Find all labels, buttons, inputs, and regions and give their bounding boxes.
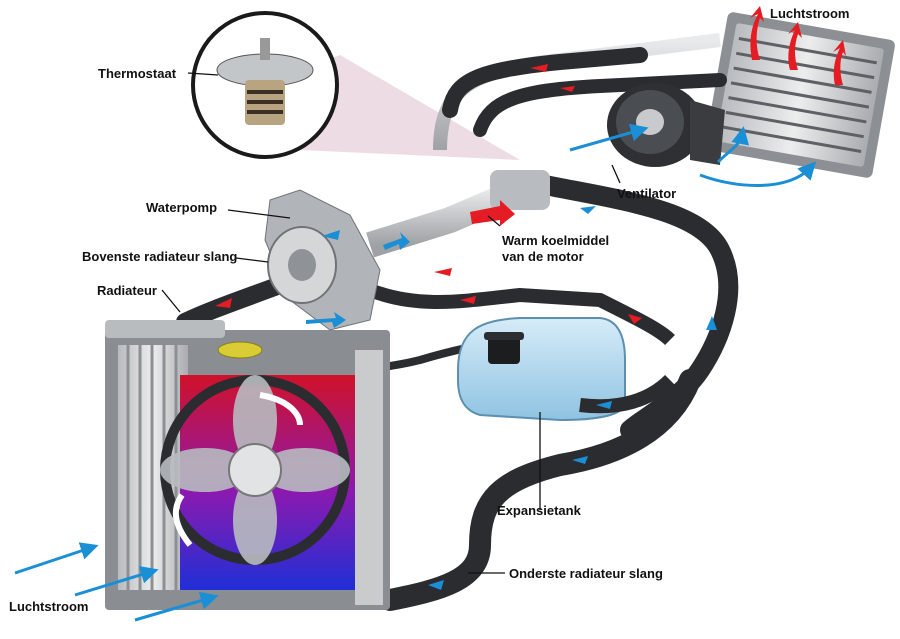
expansion-tank-label: Expansietank [497,503,581,518]
lower-radiator-hose [379,369,701,611]
hot-arrow [530,64,548,72]
thermostat-inset [191,11,339,159]
airflow-bottom-label: Luchtstroom [9,599,89,614]
hot-arrow [460,296,476,304]
fan-airflow-arrows [569,123,817,187]
bypass-hose [367,283,675,346]
water-pump [264,189,410,331]
heater-hose-upper [442,47,648,118]
upper-radiator-hose [176,276,289,331]
hot-arrow [470,200,515,226]
blue-arrow [580,206,596,214]
zoom-cone [300,55,520,160]
blue-arrow [596,401,612,409]
blue-arrow [428,580,444,590]
blower-fan [607,83,725,167]
airflow-arrows-bottom [14,542,219,622]
hot-arrow [434,268,452,276]
warm-coolant-label-line2: van de motor [502,249,584,264]
heater-hose-lower [473,73,727,137]
hot-arrow [215,298,232,308]
leader-lines [161,72,621,574]
water-pump-label: Waterpomp [146,200,218,215]
upper-hose-label: Bovenste radiateur slang [82,249,238,264]
fan-label: Ventilator [617,186,677,201]
cold-flow-arrows [322,230,340,240]
airflow-arrows-top [750,6,846,85]
radiator-fan [160,375,350,565]
blue-arrow [572,456,588,464]
lower-hose-label: Onderste radiateur slang [509,566,663,581]
heater-core [705,12,895,178]
thermostat-housing [490,170,550,210]
warm-coolant-label-line1: Warm koelmiddel [502,233,610,248]
blue-arrow [706,316,717,330]
expansion-tank [457,317,626,422]
airflow-top-label: Luchtstroom [770,6,850,21]
radiator-label: Radiateur [97,283,157,298]
thermostat-label: Thermostaat [98,66,177,81]
tank-outlet-hose [579,374,675,414]
hot-arrow [628,314,642,324]
hot-arrow [560,86,575,92]
